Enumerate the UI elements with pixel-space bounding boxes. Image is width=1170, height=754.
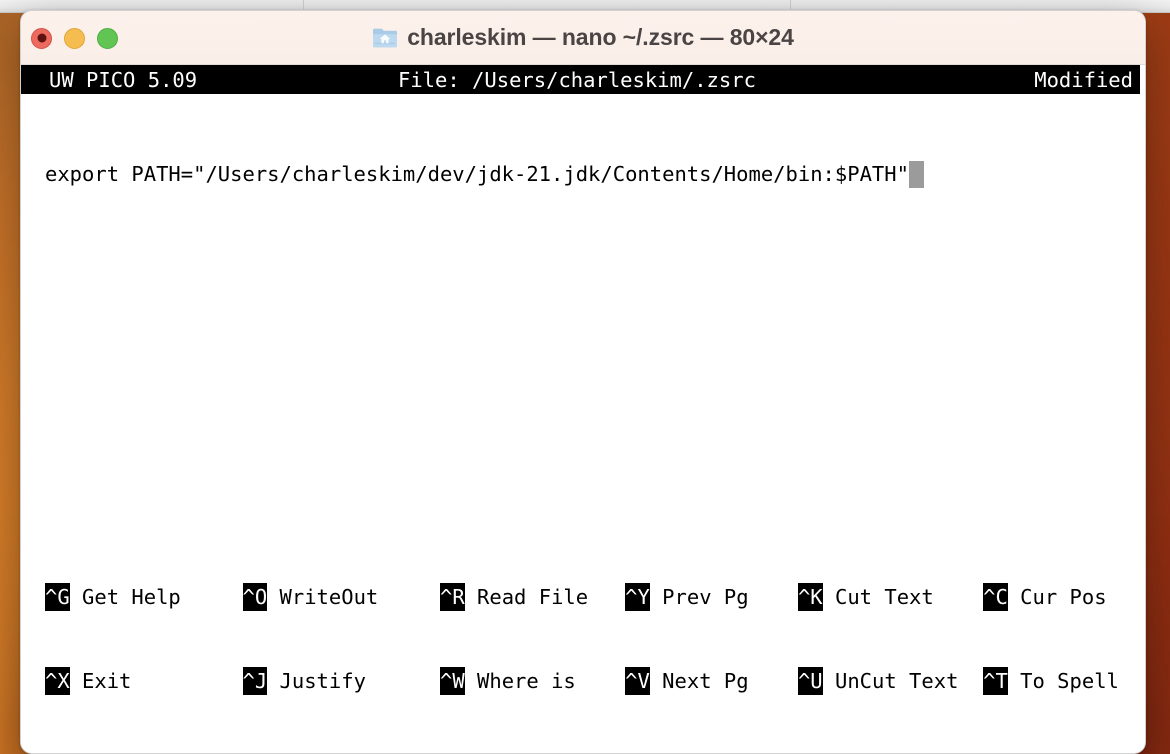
shortcut-gap bbox=[934, 583, 983, 611]
shortcut-key-ctrl-y[interactable]: ^Y bbox=[625, 583, 650, 611]
shortcut-label: Cur Pos bbox=[1007, 585, 1107, 609]
shortcut-gap bbox=[958, 667, 983, 695]
shortcut-gap bbox=[749, 667, 798, 695]
nano-shortcut-bar: ^G Get Help ^O WriteOut ^R Read File ^Y … bbox=[21, 527, 1145, 751]
shortcut-key-ctrl-c[interactable]: ^C bbox=[983, 583, 1008, 611]
shortcut-label: WriteOut bbox=[267, 585, 379, 609]
shortcut-key-ctrl-j[interactable]: ^J bbox=[242, 667, 268, 695]
shortcut-key-ctrl-k[interactable]: ^K bbox=[797, 583, 823, 611]
zoom-button[interactable] bbox=[97, 27, 118, 49]
shortcut-key-ctrl-t[interactable]: ^T bbox=[983, 667, 1008, 695]
shortcut-gap bbox=[181, 583, 243, 611]
text-cursor bbox=[908, 160, 924, 188]
shortcut-label: Justify bbox=[267, 669, 366, 693]
shortcut-label: Exit bbox=[69, 669, 132, 693]
window-title-group: charleskim — nano ~/.zsrc — 80×24 bbox=[21, 24, 1145, 51]
shortcut-key-ctrl-o[interactable]: ^O bbox=[242, 583, 268, 611]
shortcut-label: Read File bbox=[464, 585, 589, 609]
background-window-separator bbox=[303, 0, 304, 13]
shortcut-label: Get Help bbox=[69, 585, 181, 609]
terminal-window[interactable]: charleskim — nano ~/.zsrc — 80×24 UW PIC… bbox=[20, 10, 1146, 754]
background-window-separator bbox=[790, 0, 791, 13]
shortcut-label: UnCut Text bbox=[822, 669, 959, 693]
shortcut-gap bbox=[588, 583, 625, 611]
nano-editor-buffer[interactable]: export PATH="/Users/charleskim/dev/jdk-2… bbox=[21, 94, 1145, 753]
shortcut-key-ctrl-w[interactable]: ^W bbox=[440, 667, 465, 695]
window-controls bbox=[31, 11, 118, 65]
shortcut-label: Where is bbox=[464, 669, 576, 693]
nano-status-bar: UW PICO 5.09 File: /Users/charleskim/.zs… bbox=[21, 65, 1140, 94]
shortcut-label: Cut Text bbox=[822, 585, 934, 609]
nano-version-label: UW PICO 5.09 bbox=[49, 67, 198, 92]
terminal-screen[interactable]: UW PICO 5.09 File: /Users/charleskim/.zs… bbox=[21, 65, 1145, 753]
editor-line[interactable]: export PATH="/Users/charleskim/dev/jdk-2… bbox=[21, 160, 1145, 188]
shortcut-row: ^G Get Help ^O WriteOut ^R Read File ^Y … bbox=[45, 583, 1145, 611]
nano-file-label: File: /Users/charleskim/.zsrc bbox=[398, 67, 756, 92]
editor-line-text: export PATH="/Users/charleskim/dev/jdk-2… bbox=[45, 162, 909, 186]
nano-modified-badge: Modified bbox=[1034, 67, 1133, 92]
shortcut-key-ctrl-g[interactable]: ^G bbox=[45, 583, 70, 611]
shortcut-label: To Spell bbox=[1007, 669, 1119, 693]
window-title: charleskim — nano ~/.zsrc — 80×24 bbox=[407, 24, 794, 50]
shortcut-gap bbox=[131, 667, 242, 695]
home-folder-icon bbox=[373, 28, 398, 47]
shortcut-gap bbox=[378, 583, 440, 611]
shortcut-key-ctrl-u[interactable]: ^U bbox=[797, 667, 823, 695]
shortcut-gap bbox=[576, 667, 625, 695]
shortcut-label: Next Pg bbox=[649, 669, 749, 693]
shortcut-label: Prev Pg bbox=[649, 585, 749, 609]
shortcut-gap bbox=[749, 583, 798, 611]
window-titlebar[interactable]: charleskim — nano ~/.zsrc — 80×24 bbox=[21, 11, 1145, 65]
shortcut-key-ctrl-x[interactable]: ^X bbox=[45, 667, 70, 695]
minimize-button[interactable] bbox=[64, 27, 85, 49]
shortcut-row: ^X Exit ^J Justify ^W Where is ^V Next P… bbox=[45, 667, 1145, 695]
close-button[interactable] bbox=[31, 27, 52, 49]
shortcut-key-ctrl-v[interactable]: ^V bbox=[625, 667, 650, 695]
shortcut-gap bbox=[366, 667, 440, 695]
shortcut-key-ctrl-r[interactable]: ^R bbox=[440, 583, 465, 611]
